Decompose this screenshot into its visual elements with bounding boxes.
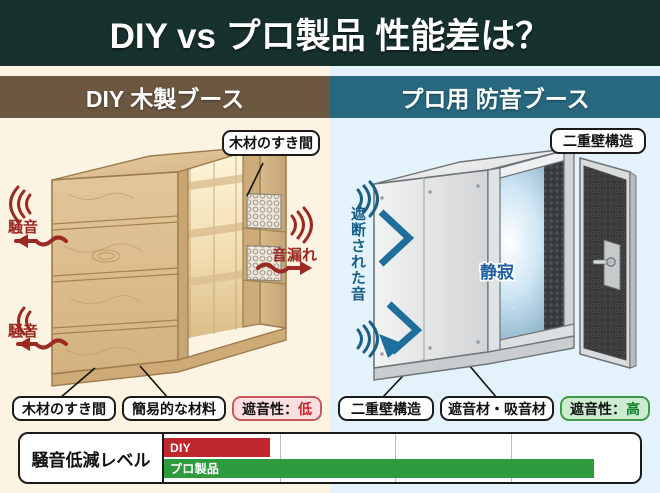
blocked-sound-label: 遮断された音	[349, 206, 366, 302]
sound-leak-label: 音漏れ	[272, 247, 318, 264]
bar-pro-label: プロ製品	[170, 462, 220, 476]
noise-label-lower: 騒音	[8, 323, 39, 340]
bar-row-pro: プロ製品	[164, 459, 626, 478]
tag-right-2: 遮音材・吸音材	[440, 396, 554, 421]
bar-row-diy: DIY	[164, 438, 626, 457]
tag-left-1: 木材のすき間	[12, 396, 116, 421]
meter-title: 騒音低減レベル	[20, 434, 164, 482]
noise-label-upper: 騒音	[8, 219, 39, 236]
rating-left: 遮音性：低	[232, 396, 322, 421]
page-title: DIY vs プロ製品 性能差は？	[109, 16, 551, 56]
noise-reduction-meter: 騒音低減レベル DIY プロ製品	[18, 432, 642, 484]
meter-gridlines	[164, 434, 626, 482]
bar-diy-label: DIY	[170, 440, 191, 455]
bar-pro: プロ製品	[164, 459, 594, 478]
right-panel-heading: プロ用 防音ブース	[330, 76, 660, 118]
right-panel-heading-text: プロ用 防音ブース	[400, 86, 590, 112]
bar-diy: DIY	[164, 438, 271, 457]
rating-right-value: 高	[626, 400, 640, 417]
tag-left-2: 簡易的な材料	[122, 396, 226, 421]
callout-wood-gap-top: 木材のすき間	[222, 130, 320, 156]
rating-right: 遮音性：高	[560, 396, 650, 421]
title-bar: DIY vs プロ製品 性能差は？	[0, 0, 660, 66]
rating-right-label: 遮音性：	[570, 400, 626, 417]
tag-right-1: 二重壁構造	[338, 396, 434, 421]
meter-track: DIY プロ製品	[164, 434, 640, 482]
left-panel-heading-text: DIY 木製ブース	[85, 86, 245, 112]
left-panel-heading: DIY 木製ブース	[0, 76, 330, 118]
rating-left-label: 遮音性：	[242, 400, 298, 417]
callout-double-wall-top: 二重壁構造	[550, 128, 646, 154]
rating-left-value: 低	[298, 400, 312, 417]
quiet-label: 静寂	[480, 263, 514, 282]
pro-soundproof-booth-illustration	[373, 146, 637, 381]
diy-wooden-booth-illustration	[51, 145, 287, 387]
